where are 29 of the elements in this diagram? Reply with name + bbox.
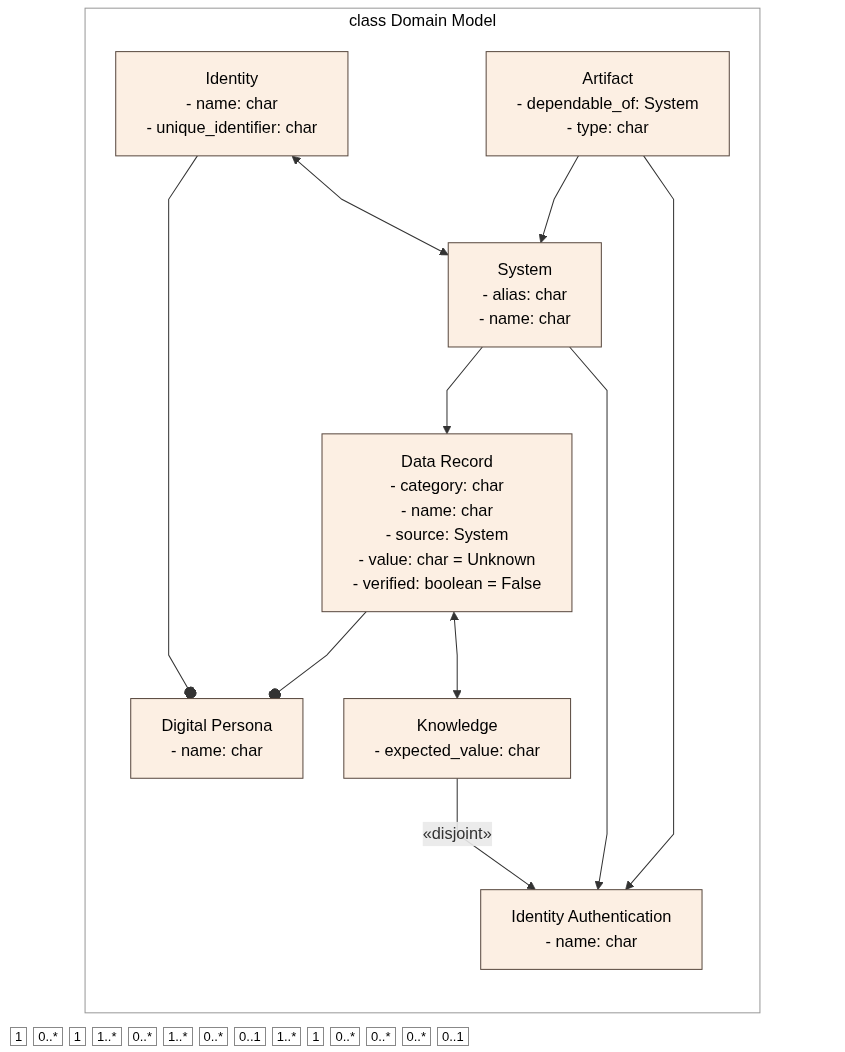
node-box: Identity Authentication - name: char [480, 889, 703, 970]
node-box: Digital Persona - name: char [130, 698, 304, 779]
multiplicity-label: 1..* [271, 1027, 302, 1046]
arrow [442, 346, 483, 435]
multiplicity-label: 0..* [401, 1027, 432, 1046]
multiplicity-label: 0..1 [234, 1027, 266, 1046]
multiplicity-label: 0..* [198, 1027, 229, 1046]
edge-label: «disjoint» [422, 824, 492, 843]
arrow [538, 155, 579, 244]
multiplicity-label: 0..1 [437, 1027, 469, 1046]
node-box: Identity - name: char - unique_identifier: char [115, 51, 349, 157]
multiplicity-label: 0..* [366, 1027, 396, 1046]
arrow [291, 155, 449, 256]
multiplicity-label: 0..* [127, 1027, 157, 1046]
arrow [625, 155, 675, 891]
multiplicity-label: 0..* [330, 1027, 360, 1046]
multiplicity-label: 1..* [163, 1027, 193, 1046]
arrow [569, 346, 608, 891]
arrow [450, 611, 462, 699]
connector [168, 155, 198, 700]
node-box: Data Record - category: char - name: char - source: System - value: char = Unknown - verified: boolean = False [321, 433, 573, 613]
node-box: Artifact - dependable_of: System - type: char [485, 51, 730, 157]
multiplicity-label: 0..* [33, 1027, 63, 1046]
node-box: Knowledge - expected_value: char [343, 698, 572, 779]
multiplicity-label: 1 [68, 1027, 86, 1046]
multiplicity-label: 1 [307, 1027, 325, 1046]
multiplicity-label: 1 [10, 1027, 28, 1046]
node-box: System - alias: char - name: char [447, 242, 602, 348]
multiplicity-label: 1..* [92, 1027, 122, 1046]
